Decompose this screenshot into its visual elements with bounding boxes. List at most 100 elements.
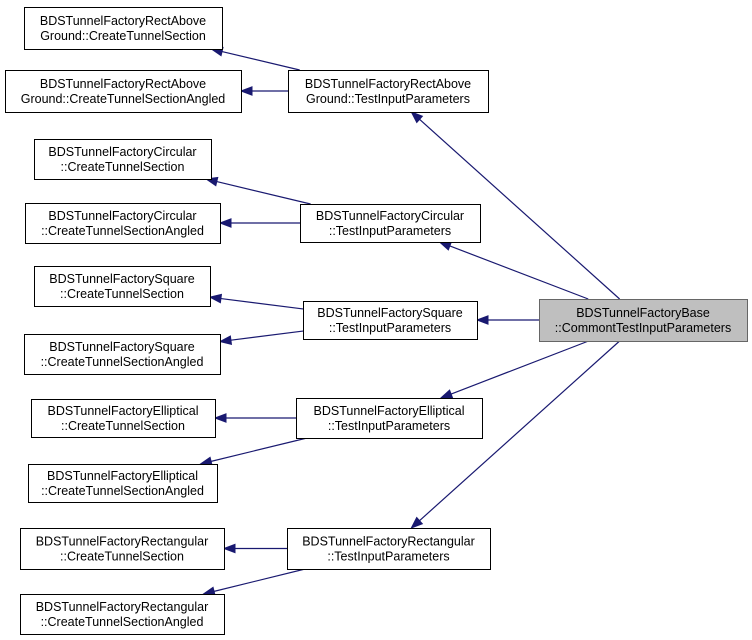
node-method-label: ::CreateTunnelSectionAngled bbox=[41, 355, 204, 369]
node-rect-above-angled[interactable]: BDSTunnelFactoryRectAboveGround::CreateT… bbox=[5, 70, 242, 113]
node-box bbox=[24, 334, 221, 375]
node-box bbox=[20, 528, 225, 570]
node-method-label: ::CreateTunnelSectionAngled bbox=[41, 224, 204, 238]
edge-line bbox=[220, 297, 304, 310]
node-box bbox=[303, 301, 478, 340]
node-method-label: ::CreateTunnelSectionAngled bbox=[41, 615, 204, 629]
node-class-label: BDSTunnelFactoryCircular bbox=[48, 145, 196, 159]
node-method-label: ::TestInputParameters bbox=[327, 550, 449, 564]
node-method-label: Ground::CreateTunnelSection bbox=[40, 29, 206, 43]
node-class-label: BDSTunnelFactoryRectangular bbox=[302, 535, 475, 549]
arrowhead bbox=[213, 413, 227, 423]
node-box bbox=[300, 204, 481, 243]
node-class-label: BDSTunnelFactoryRectAbove bbox=[305, 77, 471, 91]
arrowhead bbox=[208, 293, 223, 304]
node-box bbox=[5, 70, 242, 113]
node-target[interactable]: BDSTunnelFactoryBase::CommontTestInputPa… bbox=[539, 299, 748, 342]
edge-rectangular_test-to-rectangular_create bbox=[222, 543, 287, 554]
node-circular-create[interactable]: BDSTunnelFactoryCircular::CreateTunnelSe… bbox=[34, 139, 212, 180]
nodes-layer: BDSTunnelFactoryBase::CommontTestInputPa… bbox=[5, 7, 748, 635]
edges-layer bbox=[199, 46, 621, 597]
arrowhead bbox=[222, 543, 236, 554]
node-class-label: BDSTunnelFactoryRectangular bbox=[36, 600, 209, 614]
node-class-label: BDSTunnelFactoryBase bbox=[576, 306, 710, 320]
node-method-label: ::CreateTunnelSection bbox=[61, 160, 185, 174]
edge-line bbox=[221, 50, 300, 71]
node-box bbox=[34, 266, 211, 307]
node-box bbox=[28, 464, 218, 503]
edge-line bbox=[419, 118, 621, 300]
node-rectangular-angled[interactable]: BDSTunnelFactoryRectangular::CreateTunne… bbox=[20, 594, 225, 635]
node-method-label: ::CreateTunnelSection bbox=[61, 419, 185, 433]
edge-target-to-elliptical_test bbox=[439, 340, 589, 399]
node-class-label: BDSTunnelFactoryElliptical bbox=[314, 404, 465, 418]
node-box bbox=[296, 398, 483, 439]
node-class-label: BDSTunnelFactoryElliptical bbox=[48, 404, 199, 418]
node-class-label: BDSTunnelFactoryRectAbove bbox=[40, 77, 206, 91]
node-method-label: Ground::TestInputParameters bbox=[306, 92, 470, 106]
edge-line bbox=[449, 245, 589, 300]
edge-line bbox=[230, 330, 304, 341]
node-method-label: ::TestInputParameters bbox=[328, 419, 450, 433]
node-square-test[interactable]: BDSTunnelFactorySquare::TestInputParamet… bbox=[303, 301, 478, 340]
node-elliptical-angled[interactable]: BDSTunnelFactoryElliptical::CreateTunnel… bbox=[28, 464, 218, 503]
edge-square_test-to-square_angled bbox=[218, 330, 304, 346]
arrowhead bbox=[438, 241, 453, 251]
node-class-label: BDSTunnelFactoryRectangular bbox=[36, 535, 209, 549]
edge-line bbox=[213, 568, 306, 592]
arrowhead bbox=[410, 111, 424, 124]
node-box bbox=[287, 528, 491, 570]
node-box bbox=[24, 7, 223, 50]
node-class-label: BDSTunnelFactoryElliptical bbox=[47, 469, 198, 483]
node-class-label: BDSTunnelFactoryRectAbove bbox=[40, 14, 206, 28]
node-elliptical-test[interactable]: BDSTunnelFactoryElliptical::TestInputPar… bbox=[296, 398, 483, 439]
node-class-label: BDSTunnelFactoryCircular bbox=[316, 209, 464, 223]
edge-target-to-rect_above_test bbox=[410, 111, 621, 300]
node-method-label: Ground::CreateTunnelSectionAngled bbox=[21, 92, 226, 106]
edge-elliptical_test-to-elliptical_create bbox=[213, 413, 296, 423]
node-square-angled[interactable]: BDSTunnelFactorySquare::CreateTunnelSect… bbox=[24, 334, 221, 375]
node-class-label: BDSTunnelFactoryCircular bbox=[48, 209, 196, 223]
edge-line bbox=[450, 340, 589, 395]
node-method-label: ::CreateTunnelSectionAngled bbox=[41, 484, 204, 498]
node-box bbox=[539, 299, 748, 342]
node-box bbox=[288, 70, 489, 113]
edge-line bbox=[419, 340, 621, 522]
edge-circular_test-to-circular_angled bbox=[218, 218, 300, 228]
arrowhead bbox=[439, 389, 454, 399]
node-rectangular-create[interactable]: BDSTunnelFactoryRectangular::CreateTunne… bbox=[20, 528, 225, 570]
node-rectangular-test[interactable]: BDSTunnelFactoryRectangular::TestInputPa… bbox=[287, 528, 491, 570]
edge-line bbox=[210, 437, 308, 462]
arrowhead bbox=[239, 86, 253, 96]
node-method-label: ::TestInputParameters bbox=[329, 224, 451, 238]
arrowhead bbox=[475, 315, 489, 325]
node-elliptical-create[interactable]: BDSTunnelFactoryElliptical::CreateTunnel… bbox=[31, 399, 216, 438]
node-method-label: ::CreateTunnelSection bbox=[60, 550, 184, 564]
node-class-label: BDSTunnelFactorySquare bbox=[49, 272, 194, 286]
node-rect-above-create[interactable]: BDSTunnelFactoryRectAboveGround::CreateT… bbox=[24, 7, 223, 50]
edge-rect_above_test-to-rect_above_create bbox=[209, 46, 300, 71]
edge-rectangular_test-to-rectangular_angled bbox=[202, 568, 306, 597]
edge-target-to-square_test bbox=[475, 315, 539, 325]
node-circular-test[interactable]: BDSTunnelFactoryCircular::TestInputParam… bbox=[300, 204, 481, 243]
node-box bbox=[25, 203, 221, 244]
node-box bbox=[31, 399, 216, 438]
node-box bbox=[20, 594, 225, 635]
edge-line bbox=[216, 180, 311, 205]
node-circular-angled[interactable]: BDSTunnelFactoryCircular::CreateTunnelSe… bbox=[25, 203, 221, 244]
edge-target-to-rectangular_test bbox=[410, 340, 621, 529]
node-rect-above-test[interactable]: BDSTunnelFactoryRectAboveGround::TestInp… bbox=[288, 70, 489, 113]
node-method-label: ::CreateTunnelSection bbox=[60, 287, 184, 301]
node-square-create[interactable]: BDSTunnelFactorySquare::CreateTunnelSect… bbox=[34, 266, 211, 307]
edge-elliptical_test-to-elliptical_angled bbox=[199, 437, 308, 467]
edge-square_test-to-square_create bbox=[208, 293, 304, 310]
arrowhead bbox=[218, 218, 232, 228]
arrowhead bbox=[218, 335, 233, 346]
edge-rect_above_test-to-rect_above_angled bbox=[239, 86, 288, 96]
node-class-label: BDSTunnelFactorySquare bbox=[317, 306, 462, 320]
node-class-label: BDSTunnelFactorySquare bbox=[49, 340, 194, 354]
node-method-label: ::TestInputParameters bbox=[329, 321, 451, 335]
node-method-label: ::CommontTestInputParameters bbox=[555, 321, 731, 335]
edge-circular_test-to-circular_create bbox=[204, 176, 311, 205]
